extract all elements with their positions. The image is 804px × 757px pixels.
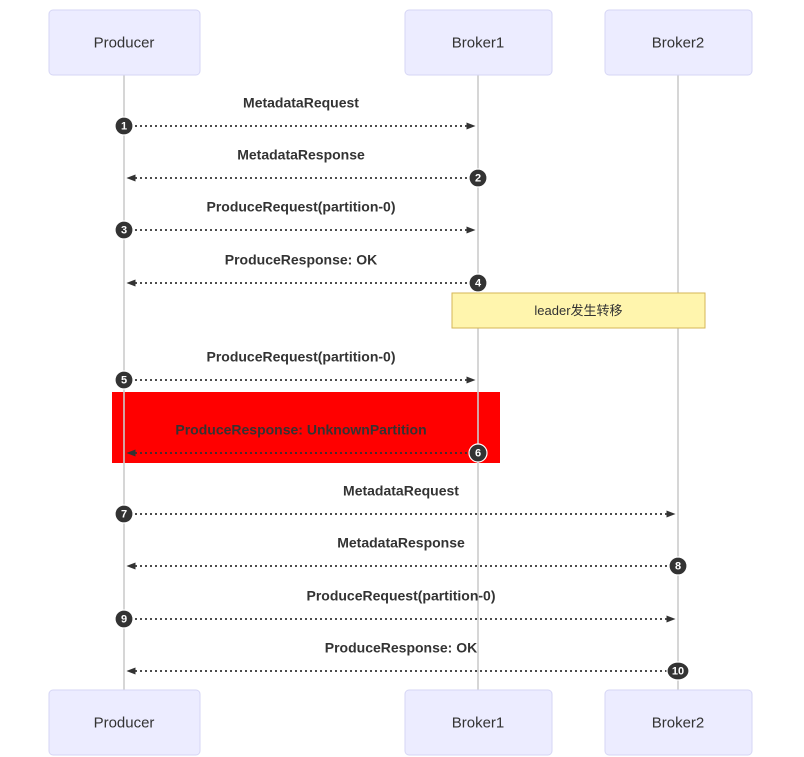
message-1: MetadataRequest 1 [114, 95, 476, 136]
message-label-8: MetadataResponse [337, 535, 465, 551]
sequence-badge-label-8: 8 [675, 561, 681, 573]
actor-top-broker2[interactable]: Broker2 [604, 9, 753, 76]
unknown-partition-highlight [112, 392, 500, 463]
note-layer: leader发生转移 [451, 292, 706, 329]
actor-layer: ProducerProducerBroker1Broker1Broker2Bro… [48, 9, 753, 756]
sequence-badge-label-3: 3 [121, 225, 127, 237]
actor-label-broker1: Broker1 [452, 34, 505, 51]
highlight-layer [112, 392, 500, 463]
sequence-badge-label-10: 10 [672, 666, 684, 678]
leader-migration-note: leader发生转移 [451, 292, 706, 329]
sequence-badge-7 [114, 504, 134, 524]
actor-label-broker2: Broker2 [652, 34, 705, 51]
message-label-10: ProduceResponse: OK [325, 640, 477, 656]
sequence-badge-label-2: 2 [475, 173, 481, 185]
sequence-badge-10 [666, 661, 690, 681]
message-9: ProduceRequest(partition-0) 9 [114, 588, 676, 629]
sequence-badge-label-7: 7 [121, 509, 127, 521]
message-2: MetadataResponse 2 [126, 147, 488, 188]
actor-box-rect-broker1[interactable] [404, 689, 553, 756]
message-label-7: MetadataRequest [343, 483, 459, 499]
message-label-3: ProduceRequest(partition-0) [206, 199, 395, 215]
message-5: ProduceRequest(partition-0) 5 [114, 349, 476, 390]
actor-label-broker1: Broker1 [452, 714, 505, 731]
sequence-badge-label-5: 5 [121, 375, 127, 387]
sequence-badge-label-4: 4 [475, 278, 482, 290]
sequence-badge-4 [468, 273, 488, 293]
message-label-6: ProduceResponse: UnknownPartition [175, 422, 426, 438]
actor-bottom-broker2[interactable]: Broker2 [604, 689, 753, 756]
message-7: MetadataRequest 7 [114, 483, 676, 524]
actor-box-rect-broker2[interactable] [604, 689, 753, 756]
message-3: ProduceRequest(partition-0) 3 [114, 199, 476, 240]
actor-label-producer: Producer [94, 34, 155, 51]
message-label-1: MetadataRequest [243, 95, 359, 111]
sequence-badge-3 [114, 220, 134, 240]
message-6: ProduceResponse: UnknownPartition 6 [126, 422, 488, 463]
sequence-badge-6 [468, 443, 488, 463]
message-10: ProduceResponse: OK 10 [126, 640, 690, 681]
message-label-5: ProduceRequest(partition-0) [206, 349, 395, 365]
actor-bottom-broker1[interactable]: Broker1 [404, 689, 553, 756]
leader-migration-note-rect [451, 292, 706, 329]
message-8: MetadataResponse 8 [126, 535, 688, 576]
actor-box-rect-producer[interactable] [48, 689, 201, 756]
sequence-badge-1 [114, 116, 134, 136]
message-label-9: ProduceRequest(partition-0) [306, 588, 495, 604]
message-label-4: ProduceResponse: OK [225, 252, 377, 268]
sequence-badge-5 [114, 370, 134, 390]
actor-box-rect-broker2[interactable] [604, 9, 753, 76]
message-4: ProduceResponse: OK 4 [126, 252, 488, 293]
sequence-badge-9 [114, 609, 134, 629]
sequence-badge-label-9: 9 [121, 614, 127, 626]
actor-bottom-producer[interactable]: Producer [48, 689, 201, 756]
sequence-badge-2 [468, 168, 488, 188]
actor-top-producer[interactable]: Producer [48, 9, 201, 76]
message-label-2: MetadataResponse [237, 147, 365, 163]
actor-box-rect-producer[interactable] [48, 9, 201, 76]
actor-label-broker2: Broker2 [652, 714, 705, 731]
sequence-badge-label-1: 1 [121, 121, 127, 133]
actor-label-producer: Producer [94, 714, 155, 731]
sequence-badge-8 [668, 556, 688, 576]
sequence-badge-label-6: 6 [475, 448, 481, 460]
leader-migration-note-label: leader发生转移 [534, 303, 622, 318]
actor-top-broker1[interactable]: Broker1 [404, 9, 553, 76]
actor-box-rect-broker1[interactable] [404, 9, 553, 76]
